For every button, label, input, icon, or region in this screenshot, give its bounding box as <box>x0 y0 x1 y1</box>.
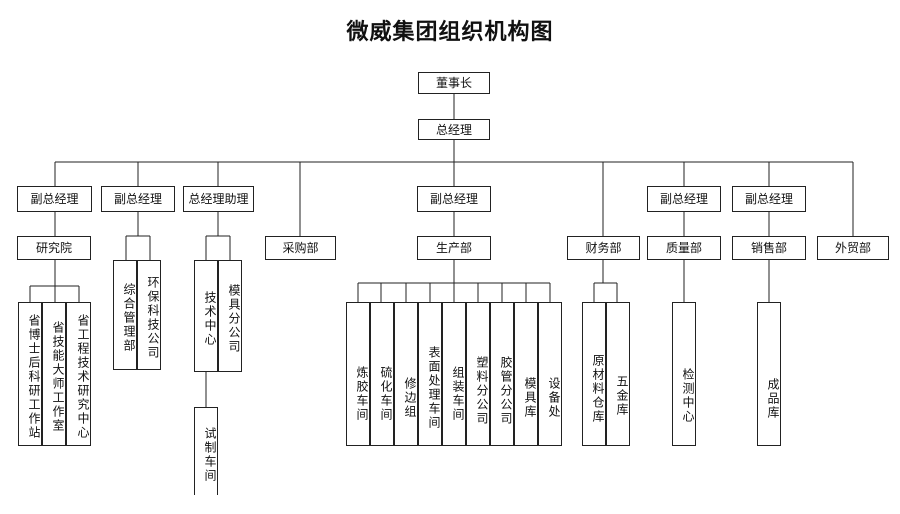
finished-goods-warehouse: 成品库 <box>757 302 781 446</box>
vp-box-1: 副总经理 <box>17 186 92 212</box>
quality-box: 质量部 <box>647 236 721 260</box>
hardware-warehouse: 五金库 <box>606 302 630 446</box>
finance-box: 财务部 <box>567 236 640 260</box>
trimming-group: 修边组 <box>394 302 418 446</box>
provincial-master-studio: 省技能大师工作室 <box>42 302 66 446</box>
purchasing-box: 采购部 <box>265 236 336 260</box>
provincial-postdoc-station: 省博士后科研工作站 <box>18 302 42 446</box>
equipment-office: 设备处 <box>538 302 562 446</box>
inspection-center: 检测中心 <box>672 302 696 446</box>
tech-center: 技术中心 <box>194 260 218 372</box>
research-institute-box: 研究院 <box>17 236 91 260</box>
raw-material-warehouse: 原材料仓库 <box>582 302 606 446</box>
chairman-box: 董事长 <box>418 72 490 94</box>
production-box: 生产部 <box>417 236 491 260</box>
trial-workshop: 试制车间 <box>194 407 218 495</box>
vp-box-5: 副总经理 <box>732 186 806 212</box>
general-manager-box: 总经理 <box>418 119 490 140</box>
eco-tech-company: 环保科技公司 <box>137 260 161 370</box>
vulcanizing-workshop: 硫化车间 <box>370 302 394 446</box>
gm-assistant-box: 总经理助理 <box>183 186 254 212</box>
mold-warehouse: 模具库 <box>514 302 538 446</box>
rubber-hose-company: 胶管分公司 <box>490 302 514 446</box>
sales-box: 销售部 <box>732 236 806 260</box>
general-admin-dept: 综合管理部 <box>113 260 137 370</box>
rubber-mixing-workshop: 炼胶车间 <box>346 302 370 446</box>
foreign-trade-box: 外贸部 <box>817 236 889 260</box>
surface-treatment-workshop: 表面处理车间 <box>418 302 442 446</box>
chart-title: 微威集团组织机构图 <box>346 20 554 45</box>
provincial-engineering-center: 省工程技术研究中心 <box>66 302 91 446</box>
assembly-workshop: 组装车间 <box>442 302 466 446</box>
mold-company: 模具分公司 <box>218 260 242 372</box>
vp-box-2: 副总经理 <box>101 186 175 212</box>
vp-box-4: 副总经理 <box>647 186 721 212</box>
plastics-company: 塑料分公司 <box>466 302 490 446</box>
vp-box-3: 副总经理 <box>417 186 491 212</box>
